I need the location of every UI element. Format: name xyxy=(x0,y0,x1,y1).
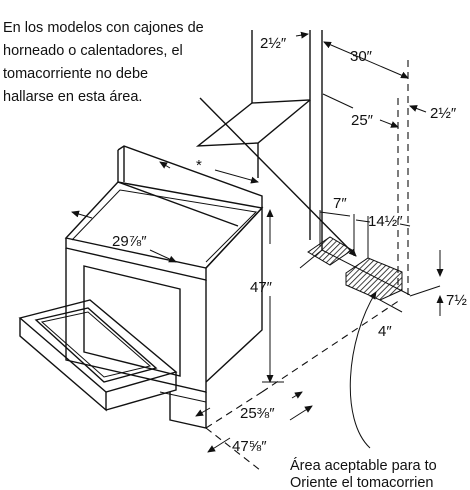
oven-door xyxy=(18,299,178,412)
dimension-labels: 2½″ 30″ 25″ 2½″ 7″ 14½″ 7½ 4″ * 29⅞″ 47″… xyxy=(112,35,467,455)
dim-2-half-right: 2½″ xyxy=(430,105,457,122)
dim-7: 7″ xyxy=(333,195,347,212)
dimension-lines xyxy=(71,31,444,453)
dim-2-half-top: 2½″ xyxy=(260,35,287,52)
dim-asterisk: * xyxy=(196,157,202,174)
note-top-line-2: horneado o calentadores, el xyxy=(3,43,183,59)
note-bottom-line-1: Área aceptable para to xyxy=(290,457,437,474)
dim-14-half: 14½″ xyxy=(368,213,403,230)
range-body xyxy=(64,145,264,429)
dim-7-half: 7½ xyxy=(446,292,467,309)
note-top-line-3: tomacorriente no debe xyxy=(3,66,148,82)
floor-outline xyxy=(205,299,401,471)
dim-25: 25″ xyxy=(351,112,374,129)
outlet-exclusion-area xyxy=(307,236,353,266)
dim-25-3-8: 25⅜″ xyxy=(240,405,275,422)
dim-4: 4″ xyxy=(378,323,392,340)
dim-47-5-8: 47⅝″ xyxy=(232,438,267,455)
note-top-line-4: hallarse en esta área. xyxy=(3,89,142,105)
outlet-acceptable-area xyxy=(345,257,403,301)
note-bottom-line-2: Oriente el tomacorrien xyxy=(290,475,433,490)
note-top-line-1: En los modelos con cajones de xyxy=(3,20,204,36)
note-bottom: Área aceptable para to Oriente el tomaco… xyxy=(290,457,437,490)
dim-30: 30″ xyxy=(350,48,373,65)
dim-29-7-8: 29⅞″ xyxy=(112,233,147,250)
wall-cabinet xyxy=(195,30,311,240)
note-top: En los modelos con cajones de horneado o… xyxy=(3,20,204,105)
dim-47: 47″ xyxy=(250,279,273,296)
